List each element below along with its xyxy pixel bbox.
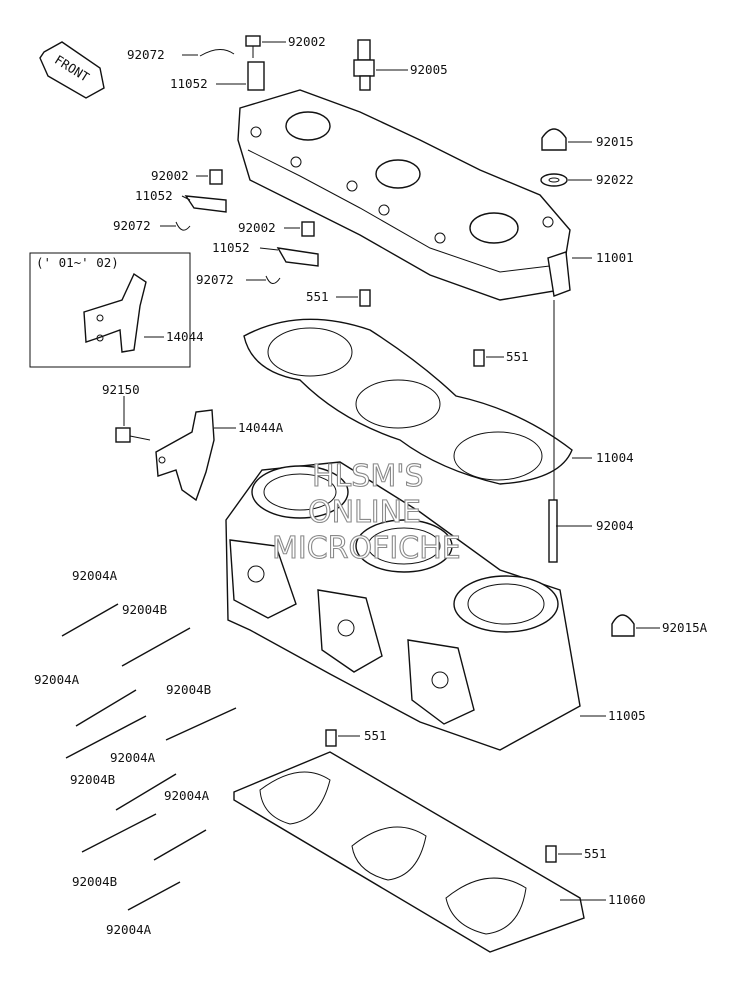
dowel-551-a bbox=[359, 289, 371, 307]
label-92150: 92150 bbox=[102, 382, 140, 397]
fitting-92005 bbox=[353, 39, 375, 91]
label-92072-1: 92072 bbox=[127, 47, 165, 62]
label-92004a-1: 92004A bbox=[72, 568, 118, 583]
label-92002-2: 92002 bbox=[151, 168, 189, 183]
watermark-line-1: HLSM'S bbox=[312, 459, 424, 494]
cap-nut-92015a bbox=[611, 614, 635, 637]
dowel-551-c bbox=[325, 729, 337, 747]
part-labels: 92072 92002 11052 92005 92015 92022 9200… bbox=[34, 34, 708, 937]
watermark-line-3: MICROFICHE bbox=[272, 531, 461, 566]
label-92015a: 92015A bbox=[662, 620, 708, 635]
leader-lines bbox=[123, 41, 660, 901]
inset-box bbox=[29, 252, 191, 368]
label-11052-1: 11052 bbox=[170, 76, 208, 91]
label-92004a-4: 92004A bbox=[164, 788, 210, 803]
front-arrow-icon: FRONT bbox=[39, 41, 105, 99]
stud-92004 bbox=[548, 499, 558, 563]
label-92004a-3: 92004A bbox=[110, 750, 156, 765]
label-92005: 92005 bbox=[410, 62, 448, 77]
bolt-92002-top bbox=[245, 35, 261, 58]
label-92002-1: 92002 bbox=[288, 34, 326, 49]
label-92004b-4: 92004B bbox=[72, 874, 117, 889]
bracket-14044 bbox=[83, 272, 147, 353]
clamp-set-2 bbox=[265, 221, 319, 284]
label-551-3: 551 bbox=[364, 728, 387, 743]
bolt-92150 bbox=[115, 427, 151, 443]
label-92004b-1: 92004B bbox=[122, 602, 167, 617]
label-11001: 11001 bbox=[596, 250, 634, 265]
label-92015: 92015 bbox=[596, 134, 634, 149]
label-11052-3: 11052 bbox=[212, 240, 250, 255]
label-11005: 11005 bbox=[608, 708, 646, 723]
head-gasket-11004 bbox=[243, 318, 573, 485]
clamp-set-1 bbox=[175, 169, 227, 231]
label-551-1: 551 bbox=[306, 289, 329, 304]
washer-92022 bbox=[540, 173, 568, 187]
base-gasket-11060 bbox=[233, 751, 585, 953]
label-92004a-2: 92004A bbox=[34, 672, 80, 687]
label-11060: 11060 bbox=[608, 892, 646, 907]
label-551-2: 551 bbox=[506, 349, 529, 364]
label-14044: 14044 bbox=[166, 329, 204, 344]
cap-nut-92015 bbox=[541, 128, 567, 151]
dowel-551-b bbox=[473, 349, 485, 367]
label-14044a: 14044A bbox=[238, 420, 284, 435]
watermark-line-2: ONLINE bbox=[308, 495, 421, 530]
label-92004b-3: 92004B bbox=[70, 772, 115, 787]
sleeve-11052-top bbox=[247, 61, 265, 91]
cylinder-head-11001 bbox=[237, 89, 571, 301]
label-92022: 92022 bbox=[596, 172, 634, 187]
inset-year-label: (' 01~' 02) bbox=[36, 255, 119, 270]
label-92004: 92004 bbox=[596, 518, 634, 533]
dowel-551-d bbox=[545, 845, 557, 863]
label-92004b-2: 92004B bbox=[166, 682, 211, 697]
bracket-14044a bbox=[155, 409, 215, 502]
label-551-4: 551 bbox=[584, 846, 607, 861]
watermark: HLSM'S ONLINE MICROFICHE bbox=[271, 458, 461, 566]
cylinder-block-11005 bbox=[225, 461, 581, 751]
label-92072-2: 92072 bbox=[113, 218, 151, 233]
label-11052-2: 11052 bbox=[135, 188, 173, 203]
label-92002-3: 92002 bbox=[238, 220, 276, 235]
label-11004: 11004 bbox=[596, 450, 634, 465]
clip-92072-top bbox=[199, 49, 235, 57]
label-92072-3: 92072 bbox=[196, 272, 234, 287]
studs-group bbox=[61, 603, 237, 911]
label-92004a-5: 92004A bbox=[106, 922, 152, 937]
